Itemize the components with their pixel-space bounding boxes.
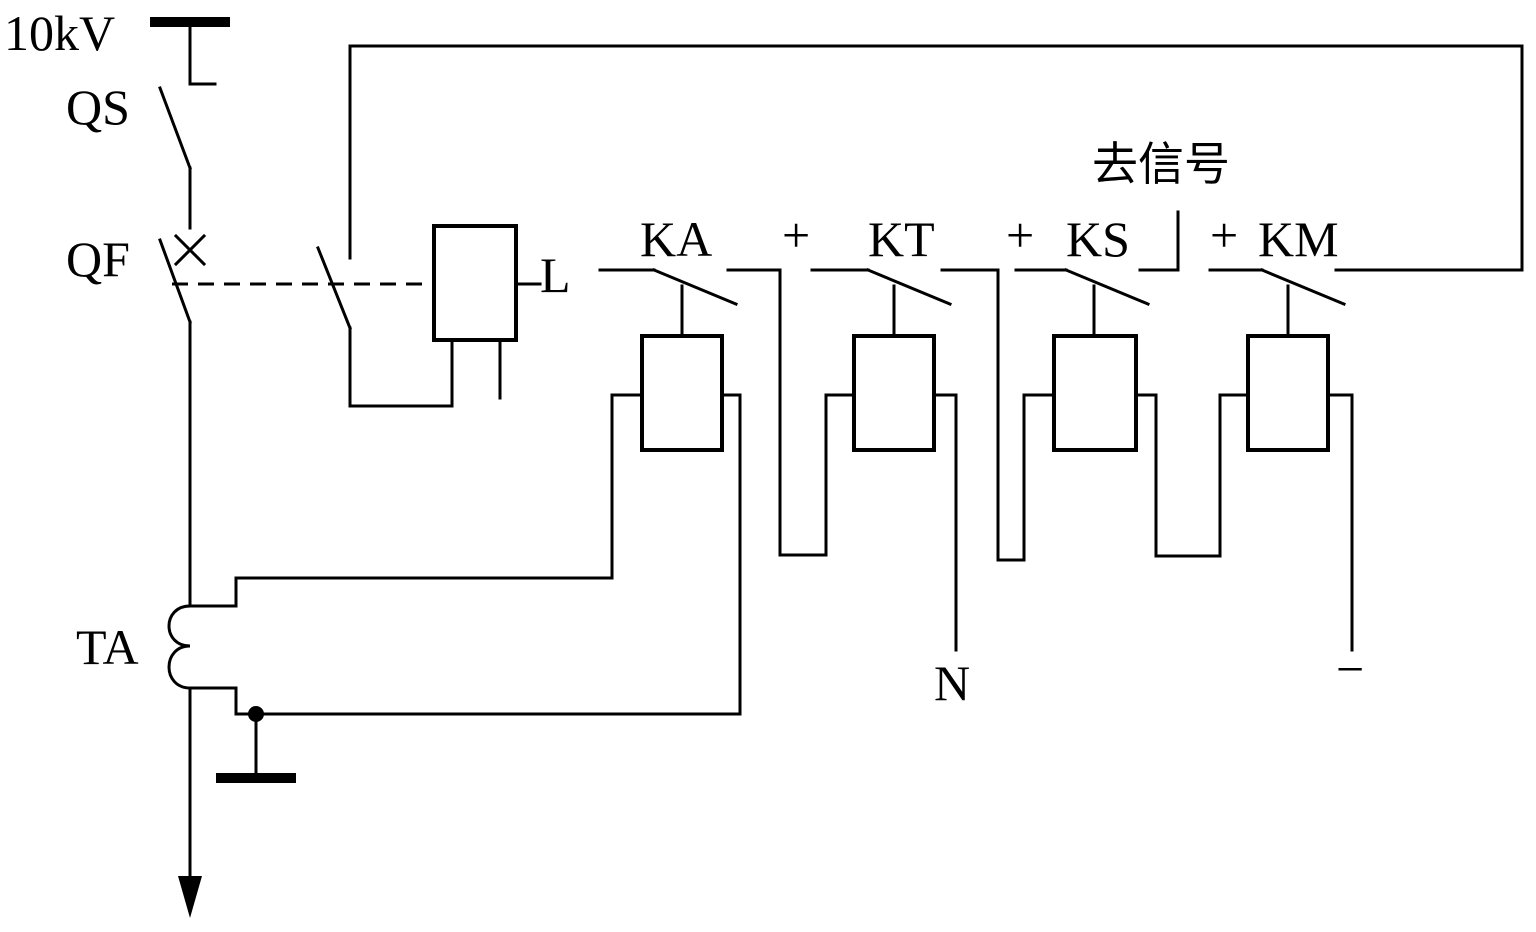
label-ks: KS <box>1066 211 1130 267</box>
arrow-down-icon <box>178 876 202 918</box>
label-plus-ks: + <box>1006 207 1034 263</box>
trip-coil-l <box>316 44 1524 408</box>
disconnector-qs <box>158 86 192 230</box>
label-kt: KT <box>868 211 935 267</box>
busbar-10kv <box>150 17 230 86</box>
relay-coil-kt <box>778 268 958 652</box>
label-plus-km: + <box>1210 207 1238 263</box>
label-n: N <box>934 655 970 711</box>
relay-contacts <box>598 210 1524 338</box>
label-km: KM <box>1258 211 1339 267</box>
relay-coil-ka <box>640 334 724 452</box>
label-ka: KA <box>640 211 712 267</box>
current-transformer-ta <box>167 393 742 918</box>
breaker-qf <box>158 233 207 608</box>
label-bus-10kv: 10kV <box>4 5 115 61</box>
label-l: L <box>540 247 571 303</box>
label-plus-kt: + <box>782 207 810 263</box>
label-negative: − <box>1336 641 1364 697</box>
label-signal: 去信号 <box>1092 137 1230 191</box>
label-qf: QF <box>66 231 130 287</box>
relay-coil-km <box>1246 334 1354 652</box>
label-qs: QS <box>66 79 130 135</box>
label-ta: TA <box>76 619 139 675</box>
relay-coil-ks <box>996 268 1250 562</box>
